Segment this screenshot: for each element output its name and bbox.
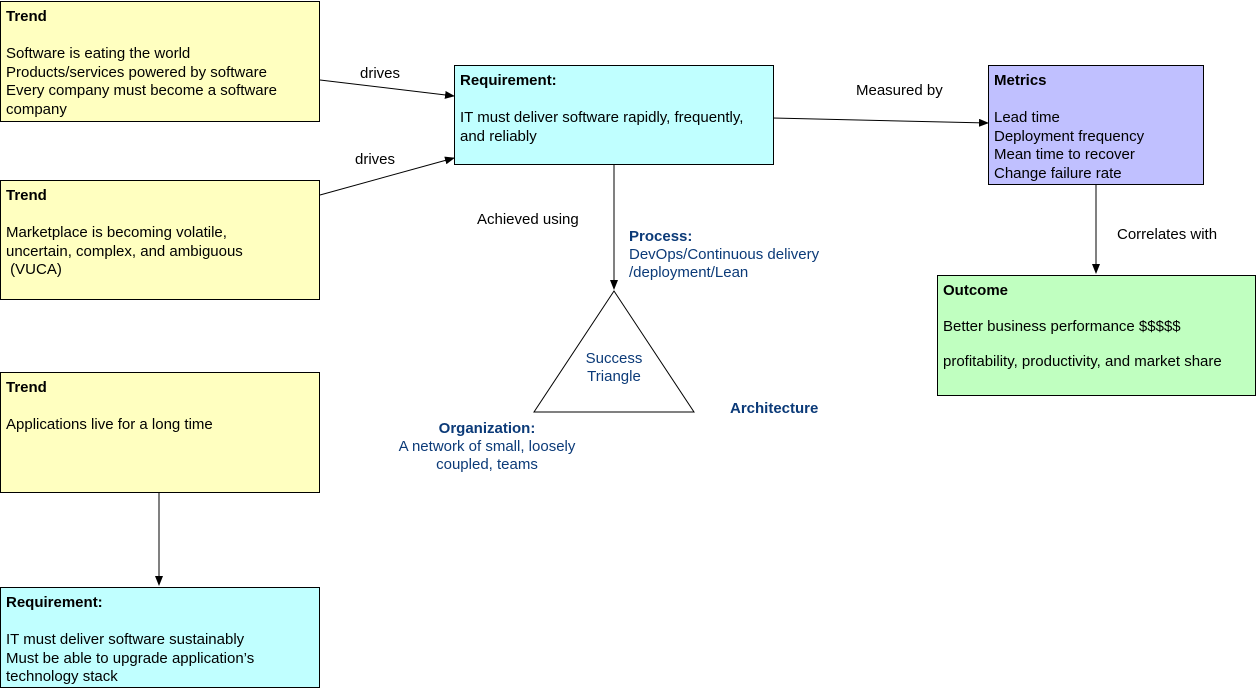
requirement-title: Requirement: xyxy=(6,594,103,611)
organization-title: Organization: xyxy=(438,420,536,437)
architecture-label: Architecture xyxy=(730,400,819,417)
trend-line: Every company must become a software xyxy=(6,82,277,99)
trend-box-vuca: Trend Marketplace is becoming volatile, … xyxy=(0,180,320,300)
trend-box-long-lived-apps: Trend Applications live for a long time xyxy=(0,372,320,493)
trend-title: Trend xyxy=(6,379,47,396)
trend-line: company xyxy=(6,100,67,118)
edge-label-correlates-with: Correlates with xyxy=(1117,226,1218,243)
success-triangle-shape xyxy=(533,290,695,413)
metrics-box: Metrics Lead time Deployment frequency M… xyxy=(988,65,1204,185)
metric-item: Lead time xyxy=(994,109,1060,126)
arrow-requirement-to-metrics xyxy=(772,117,989,127)
arrow-trend2-to-requirement xyxy=(319,156,455,196)
requirement-box-sustainably: Requirement: IT must deliver software su… xyxy=(0,587,320,688)
requirement-title: Requirement: xyxy=(460,72,557,89)
process-label: Process: DevOps/Continuous delivery /dep… xyxy=(629,228,819,282)
organization-line: coupled, teams xyxy=(436,456,538,473)
outcome-title: Outcome xyxy=(943,282,1009,299)
trend-line: uncertain, complex, and ambiguous xyxy=(6,242,243,260)
edge-label-measured-by: Measured by xyxy=(856,82,943,99)
trend-box-software-eating-world: Trend Software is eating the world Produ… xyxy=(0,1,320,122)
edge-label-drives: drives xyxy=(360,65,401,82)
metric-item: Mean time to recover xyxy=(994,146,1135,163)
success-triangle-label: Success Triangle xyxy=(585,350,643,385)
metric-item: Change failure rate xyxy=(994,164,1122,182)
metrics-title: Metrics xyxy=(994,72,1047,89)
outcome-line: profitability, productivity, and market … xyxy=(943,353,1222,370)
edge-label-drives: drives xyxy=(355,151,396,168)
process-line: /deployment/Lean xyxy=(629,264,749,281)
requirement-line: IT must deliver software rapidly, freque… xyxy=(460,109,744,126)
edge-label-achieved-using: Achieved using xyxy=(477,211,579,228)
requirement-line: Must be able to upgrade application’s xyxy=(6,649,255,667)
trend-line: (VUCA) xyxy=(6,261,62,278)
requirement-box-rapidly: Requirement: IT must deliver software ra… xyxy=(454,65,774,165)
trend-title: Trend xyxy=(6,8,47,25)
requirement-line: IT must deliver software sustainably xyxy=(6,631,245,648)
process-title: Process: xyxy=(629,228,693,245)
trend-title: Trend xyxy=(6,187,47,204)
trend-line: Applications live for a long time xyxy=(6,416,213,433)
organization-line: A network of small, loosely xyxy=(398,438,576,455)
trend-line: Software is eating the world xyxy=(6,45,191,62)
trend-line: Marketplace is becoming volatile, xyxy=(6,224,227,241)
outcome-line: Better business performance $$$$$ xyxy=(943,317,1181,335)
arrow-trend1-to-requirement xyxy=(319,79,455,99)
metric-item: Deployment frequency xyxy=(994,127,1145,145)
process-line: DevOps/Continuous delivery xyxy=(629,246,820,263)
outcome-box: Outcome Better business performance $$$$… xyxy=(937,275,1256,396)
requirement-line: technology stack xyxy=(6,668,118,685)
trend-line: Products/services powered by software xyxy=(6,63,267,81)
organization-label: Organization: A network of small, loosel… xyxy=(387,420,587,474)
requirement-line: and reliably xyxy=(460,127,537,145)
